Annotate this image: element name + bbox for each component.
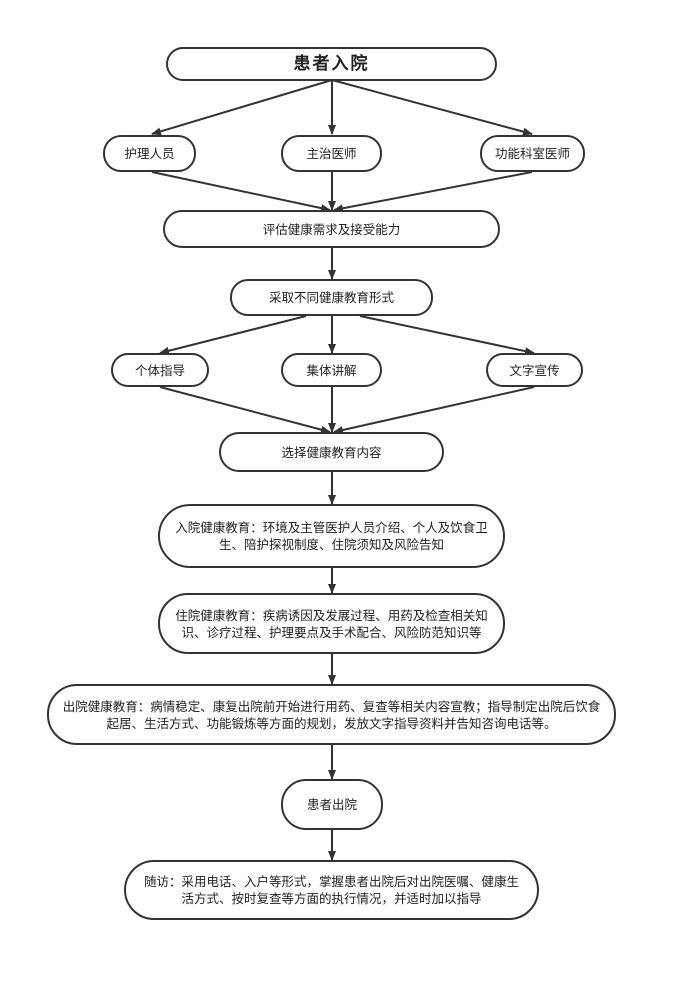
arrow-adopt-written — [359, 315, 535, 356]
arrow-admission-functional — [331, 79, 533, 136]
arrow-written-select — [333, 386, 535, 434]
node-functional-dept-physician: 功能科室医师 — [480, 135, 585, 172]
node-select-content: 选择健康教育内容 — [219, 432, 444, 472]
node-admission-education: 入院健康教育：环境及主管医护人员介绍、个人及饮食卫生、陪护探视制度、住院须知及风… — [158, 504, 505, 568]
node-attending-physician: 主治医师 — [281, 135, 382, 172]
arrow-nurses-assess — [151, 171, 331, 213]
node-nurses: 护理人员 — [103, 135, 196, 172]
node-adopt-forms: 采取不同健康教育形式 — [230, 279, 433, 316]
node-individual-guidance: 个体指导 — [111, 353, 209, 387]
arrow-admission-nurses — [151, 79, 333, 136]
node-patient-discharge: 患者出院 — [281, 779, 383, 830]
node-written-publicity: 文字宣传 — [486, 353, 583, 387]
node-patient-admission: 患者入院 — [166, 47, 497, 81]
arrow-individual-select — [159, 386, 331, 434]
node-group-lecture: 集体讲解 — [281, 353, 382, 387]
node-inpatient-education: 住院健康教育：疾病诱因及发展过程、用药及检查相关知识、诊疗过程、护理要点及手术配… — [158, 593, 505, 654]
node-discharge-education: 出院健康教育：病情稳定、康复出院前开始进行用药、复查等相关内容宣教；指导制定出院… — [47, 684, 616, 745]
node-assess-needs: 评估健康需求及接受能力 — [163, 210, 500, 248]
arrow-functional-assess — [333, 171, 533, 213]
node-follow-up: 随访：采用电话、入户等形式，掌握患者出院后对出院医嘱、健康生活方式、按时复查等方… — [124, 860, 539, 920]
arrow-adopt-individual — [159, 315, 307, 355]
